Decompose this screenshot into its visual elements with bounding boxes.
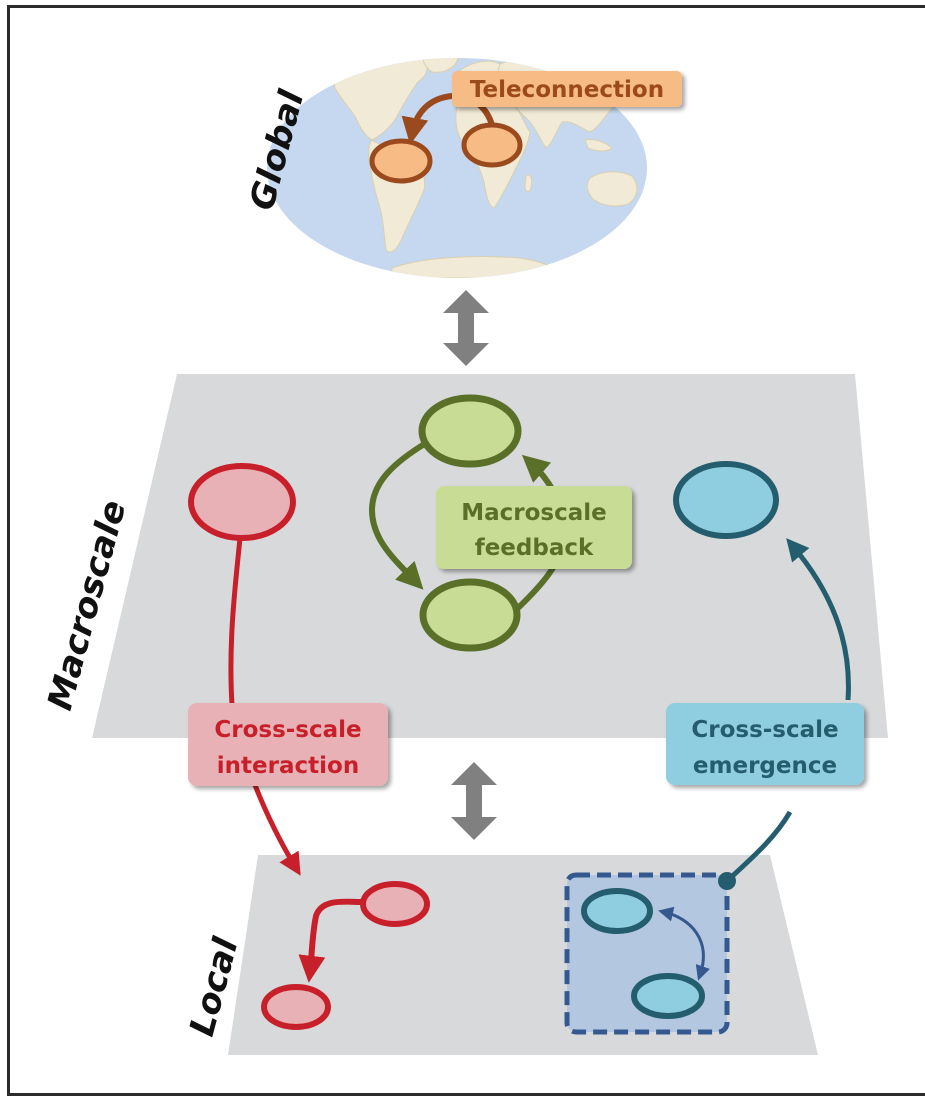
interaction-line-lower xyxy=(252,784,301,876)
double-arrow-macroscale-local xyxy=(451,762,497,840)
teleconnection-label-box xyxy=(452,71,682,107)
teleconnection-node-east xyxy=(461,122,523,168)
continent-greenland xyxy=(422,58,459,73)
macroscale-feedback-label-box xyxy=(436,486,632,569)
global-level: Teleconnection Global xyxy=(242,58,682,278)
cross-scale-emergence-label-line2: emergence xyxy=(693,753,837,779)
macroscale-feedback-label-line2: feedback xyxy=(475,535,594,561)
teleconnection-label: Teleconnection xyxy=(470,77,664,103)
emergence-local-node-top xyxy=(581,888,653,934)
continent-madagascar xyxy=(524,174,533,193)
emergence-local-node-bottom xyxy=(631,973,705,1019)
teleconnection-node-west xyxy=(369,138,433,184)
feedback-node-top xyxy=(418,394,522,468)
figure-frame xyxy=(7,5,925,1096)
interaction-line-upper xyxy=(228,537,243,706)
feedback-node-bottom xyxy=(419,578,521,652)
interaction-local-arrow xyxy=(298,898,364,983)
interaction-macro-node xyxy=(188,463,296,541)
macroscale-feedback-label-line1: Macroscale xyxy=(461,500,607,526)
continent-north-america xyxy=(334,58,428,141)
continent-australia xyxy=(586,171,638,207)
emergence-local-arrow xyxy=(658,906,711,981)
cross-scale-interaction-label-line2: interaction xyxy=(217,753,359,779)
continent-se-asia xyxy=(584,139,613,152)
local-level: Local xyxy=(182,784,818,1055)
feedback-arrow-left xyxy=(368,440,428,590)
cross-scale-interaction-label-box xyxy=(188,703,388,786)
double-arrow-global-macroscale xyxy=(443,290,489,366)
macroscale-level: Macroscale Macroscale feedback xyxy=(40,374,888,738)
emergence-macro-node xyxy=(673,461,779,539)
emergence-line-upper xyxy=(786,538,851,701)
emergence-line-lower xyxy=(725,810,793,883)
cross-scale-emergence-label-box xyxy=(666,703,864,785)
interaction-local-node-left xyxy=(261,984,331,1030)
interaction-local-node-right xyxy=(360,881,430,927)
teleconnection-arrow xyxy=(401,92,495,145)
cross-scale-emergence-label-line1: Cross-scale xyxy=(691,717,838,743)
cross-scale-interaction-label-line1: Cross-scale xyxy=(214,717,361,743)
